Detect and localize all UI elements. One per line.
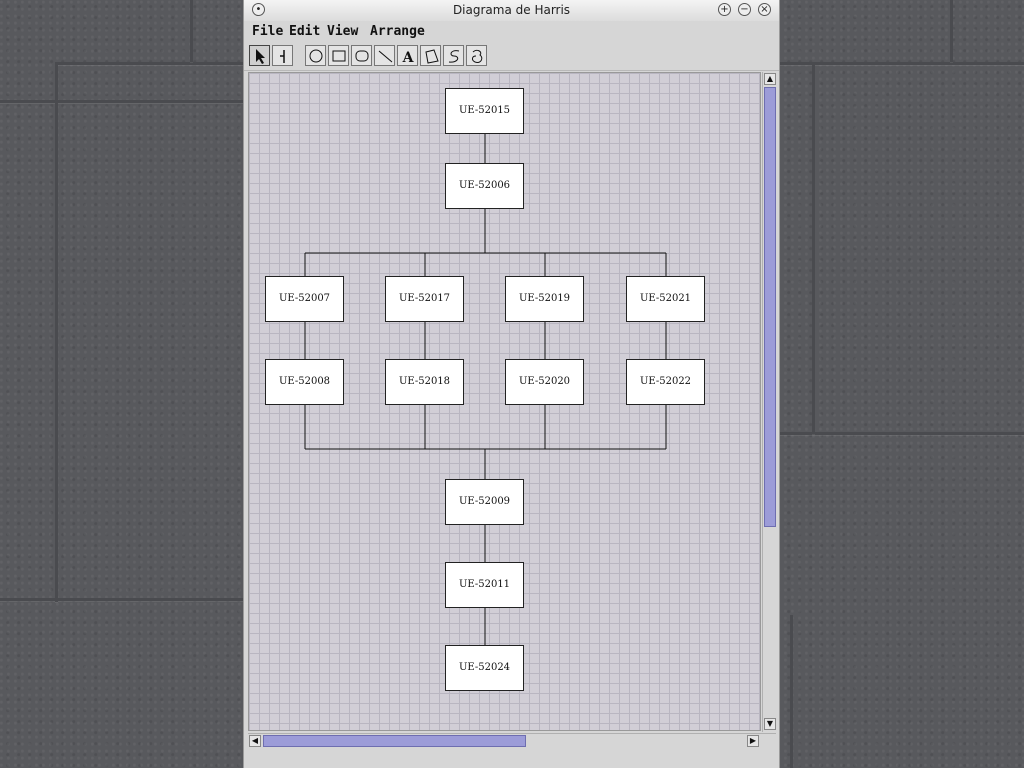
arrow-pointer-icon — [256, 49, 265, 64]
wall-seam — [790, 615, 793, 768]
closed-spline-icon — [472, 49, 483, 63]
text-icon: A — [402, 50, 415, 66]
connector-icon — [280, 50, 285, 63]
close-icon[interactable]: × — [758, 3, 771, 16]
vertical-scroll-thumb[interactable] — [764, 87, 776, 527]
diagram-node[interactable]: UE-52017 — [385, 276, 464, 322]
diagram-node[interactable]: UE-52009 — [445, 479, 524, 525]
wall-seam — [190, 0, 193, 62]
ellipse-icon — [309, 49, 323, 63]
wall-seam — [950, 0, 953, 62]
menu-arrange[interactable]: Arrange — [370, 24, 425, 39]
line-tool-button[interactable] — [374, 45, 395, 66]
diagram-node[interactable]: UE-52019 — [505, 276, 584, 322]
text-tool-button[interactable]: A — [397, 45, 418, 66]
rectangle-icon — [332, 50, 346, 62]
line-icon — [378, 50, 393, 63]
menu-file[interactable]: File — [252, 24, 284, 39]
menu-view[interactable]: View — [327, 24, 359, 39]
diagram-node[interactable]: UE-52022 — [626, 359, 705, 405]
title-bar[interactable]: • Diagrama de Harris + − × — [244, 0, 779, 22]
wall-seam — [780, 62, 1024, 65]
rectangle-tool-button[interactable] — [328, 45, 349, 66]
window-title: Diagrama de Harris — [452, 3, 571, 17]
toolbar: A — [244, 43, 779, 71]
wall-seam — [0, 598, 245, 601]
spline-icon — [448, 50, 460, 63]
minimize-icon[interactable]: − — [738, 3, 751, 16]
select-tool-button[interactable] — [249, 45, 270, 66]
polygon-tool-button[interactable] — [420, 45, 441, 66]
scroll-down-icon[interactable]: ▼ — [764, 718, 776, 730]
wall-seam — [0, 100, 245, 103]
rounded-rectangle-tool-button[interactable] — [351, 45, 372, 66]
polygon-icon — [425, 49, 439, 64]
diagram-node[interactable]: UE-52018 — [385, 359, 464, 405]
diagram-canvas[interactable]: UE-52015 UE-52006 UE-52007 UE-52017 UE-5… — [248, 72, 761, 731]
closed-spline-tool-button[interactable] — [466, 45, 487, 66]
menu-edit[interactable]: Edit — [289, 24, 321, 39]
wall-seam — [780, 432, 1024, 435]
ellipse-tool-button[interactable] — [305, 45, 326, 66]
diagram-node[interactable]: UE-52021 — [626, 276, 705, 322]
diagram-node[interactable]: UE-52011 — [445, 562, 524, 608]
vertical-scrollbar[interactable]: ▲ ▼ — [762, 72, 777, 732]
connector-lines — [304, 134, 667, 645]
connector-tool-button[interactable] — [272, 45, 293, 66]
svg-text:A: A — [402, 50, 415, 66]
menu-bar: File Edit View Arrange — [244, 21, 779, 44]
diagram-node[interactable]: UE-52006 — [445, 163, 524, 209]
horizontal-scroll-thumb[interactable] — [263, 735, 526, 747]
horizontal-scrollbar[interactable]: ◀ ▶ — [248, 733, 776, 748]
window-menu-icon[interactable]: • — [252, 3, 265, 16]
wall-seam — [812, 62, 815, 434]
maximize-icon[interactable]: + — [718, 3, 731, 16]
app-window: • Diagrama de Harris + − × File Edit Vie… — [243, 0, 780, 768]
spline-tool-button[interactable] — [443, 45, 464, 66]
diagram-node[interactable]: UE-52008 — [265, 359, 344, 405]
scroll-up-icon[interactable]: ▲ — [764, 73, 776, 85]
diagram-node[interactable]: UE-52015 — [445, 88, 524, 134]
diagram-node[interactable]: UE-52007 — [265, 276, 344, 322]
diagram-node[interactable]: UE-52020 — [505, 359, 584, 405]
scroll-left-icon[interactable]: ◀ — [249, 735, 261, 747]
diagram-node[interactable]: UE-52024 — [445, 645, 524, 691]
rounded-rectangle-icon — [355, 50, 369, 62]
scroll-right-icon[interactable]: ▶ — [747, 735, 759, 747]
wall-seam — [55, 62, 245, 65]
wall-seam — [55, 62, 58, 602]
